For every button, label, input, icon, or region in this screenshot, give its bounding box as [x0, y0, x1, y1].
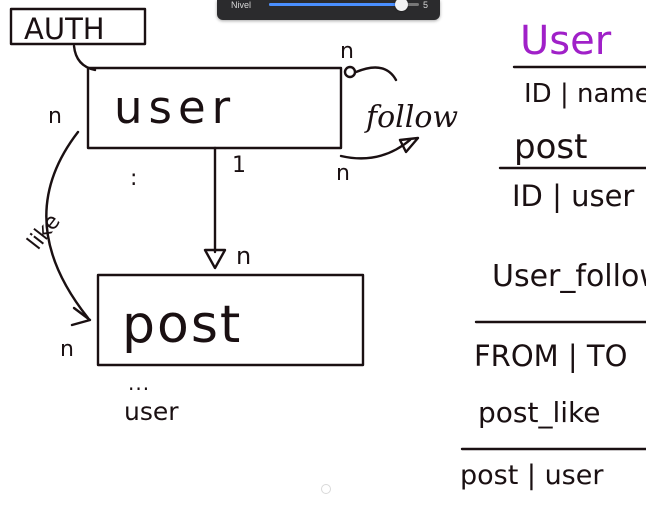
notes-line-post-like-fields: post | user	[460, 460, 604, 491]
cardinality-post-n: n	[236, 242, 251, 270]
auth-box	[9, 7, 147, 46]
post-entity-label: post	[122, 295, 242, 355]
user-entity-label: user	[114, 81, 236, 134]
notes-line-follow-fields: FROM | TO	[474, 339, 627, 373]
post-entity-box	[96, 273, 365, 367]
notes-line-user-fields: ID | name	[524, 79, 646, 109]
like-label: like	[23, 210, 66, 255]
cardinality-follow-bottom: n	[336, 161, 350, 186]
auth-connector-line	[72, 44, 97, 72]
like-relation-curve	[45, 130, 90, 320]
level-slider[interactable]	[269, 0, 419, 11]
user-post-arrowhead	[203, 248, 227, 270]
auth-label: AUTH	[24, 12, 105, 46]
notes-line-post: post	[514, 127, 587, 167]
cardinality-user-one: 1	[232, 153, 246, 178]
notes-title: User	[520, 18, 612, 64]
cardinality-like-post: n	[60, 337, 74, 362]
follow-arrowhead	[398, 136, 420, 154]
post-user-attribute: user	[124, 397, 179, 426]
level-value: 5	[422, 0, 428, 10]
follow-loop-bottom	[339, 138, 412, 160]
cardinality-follow-top: n	[340, 39, 354, 64]
follow-start-circle	[343, 65, 357, 79]
follow-loop-top	[354, 66, 398, 82]
level-label: Nivel	[231, 0, 252, 10]
loading-spinner-icon	[321, 484, 331, 494]
level-control: Nivel 5	[217, 0, 440, 20]
notes-line-post-like: post_like	[478, 396, 600, 429]
notes-line-post-fields: ID | user	[512, 179, 634, 213]
level-slider-fill	[269, 3, 401, 6]
post-attributes-ellipsis: ...	[128, 371, 150, 395]
like-arrowhead	[70, 306, 92, 327]
user-attributes-ellipsis: :	[130, 166, 137, 191]
notes-line-user-follow: User_follow	[492, 259, 646, 294]
cardinality-like-user: n	[48, 104, 62, 129]
level-slider-thumb[interactable]	[395, 0, 408, 11]
follow-label: follow	[364, 100, 458, 135]
